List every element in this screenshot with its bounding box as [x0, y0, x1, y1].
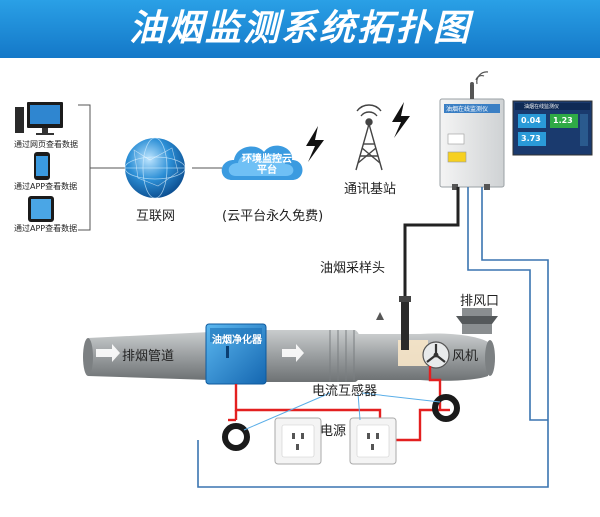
- base-station-tower-icon: [355, 104, 383, 171]
- current-sensor-cable: [197, 187, 549, 488]
- sampling-cable: [403, 187, 460, 312]
- monitor-cabinet: [439, 71, 505, 190]
- current-sensor-label: 电流互感器: [312, 384, 378, 399]
- exhaust-duct: [83, 330, 495, 382]
- exhaust-outlet-cap: [456, 308, 498, 334]
- exhaust-outlet-label: 排风口: [460, 294, 500, 309]
- client-label-app: 通过APP查看数据: [14, 182, 78, 191]
- screen-title: 油烟在线监测仪: [524, 104, 560, 110]
- monitor-screen: [512, 100, 593, 156]
- base-station-label: 通讯基站: [344, 182, 397, 197]
- title-banner: [0, 0, 600, 58]
- tablet-icon: [28, 196, 54, 222]
- cloud-platform-text: 环境监控云平台: [242, 154, 292, 176]
- power-socket: [349, 417, 397, 465]
- reading-value: 1.23: [553, 116, 573, 125]
- power-callout-line: [357, 392, 361, 421]
- sensor-callout-lines: [243, 392, 441, 431]
- signal-cable: [467, 187, 548, 421]
- power-socket: [274, 417, 322, 465]
- power-label: 电源: [320, 424, 347, 439]
- client-label-app: 通过APP查看数据: [14, 224, 78, 233]
- reading-value: 3.73: [521, 134, 541, 143]
- purifier-label: 油烟净化器: [212, 335, 262, 346]
- client-bracket: [78, 104, 118, 231]
- fan-label: 风机: [452, 349, 479, 364]
- reading-value: 0.04: [521, 116, 541, 125]
- internet-label: 互联网: [136, 209, 176, 224]
- current-sensor-ring: [222, 394, 460, 451]
- client-label-web: 通过网页查看数据: [14, 140, 78, 149]
- exhaust-duct-label: 排烟管道: [122, 349, 175, 364]
- cloud-platform-icon: [221, 145, 303, 180]
- purifier-unit: [205, 323, 267, 385]
- cabinet-panel-title: 油烟在线监测仪: [446, 106, 489, 113]
- airflow-arrows: [96, 312, 384, 362]
- internet-globe-icon: [124, 137, 186, 199]
- lightning-icon: [392, 102, 410, 138]
- lightning-icon: [306, 126, 324, 162]
- smartphone-icon: [34, 152, 50, 180]
- sampling-head-label: 油烟采样头: [320, 261, 386, 276]
- page-title: 油烟监测系统拓扑图: [128, 8, 471, 49]
- cloud-caption: (云平台永久免费): [222, 209, 324, 224]
- desktop-monitor-icon: [15, 102, 63, 135]
- fan-icon: [422, 341, 450, 369]
